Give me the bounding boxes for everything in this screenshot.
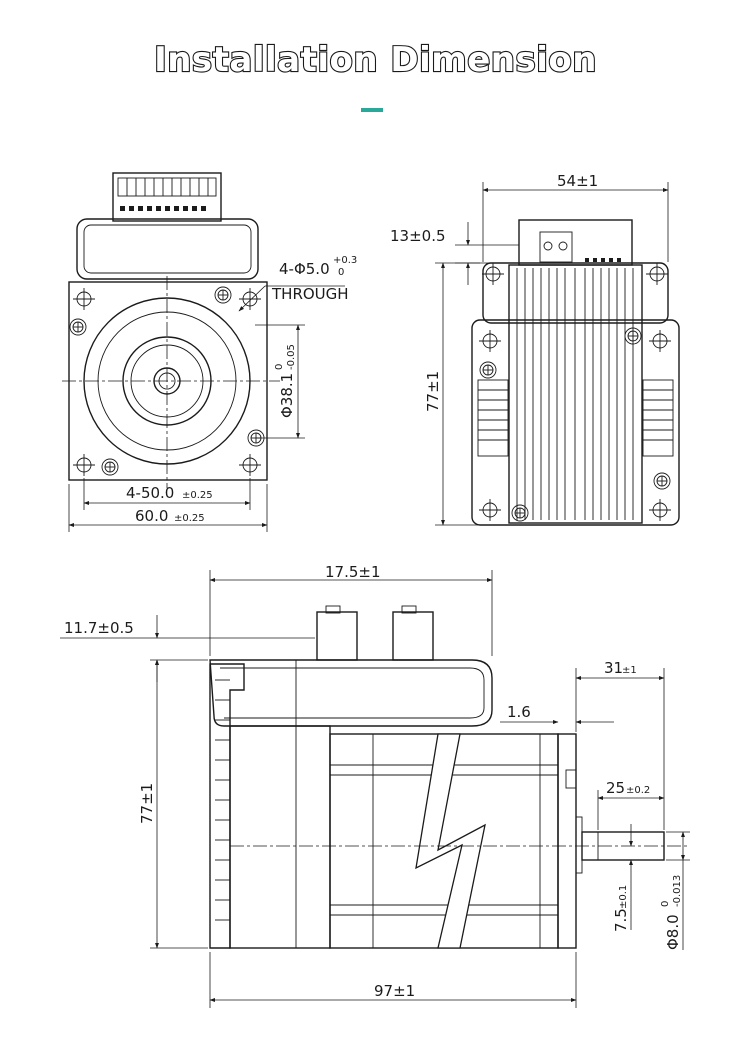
flange-label: 60.0 [135,507,168,525]
hole-tol-upper: +0.3 [333,255,357,266]
rear-view-labels: 54±1 13±0.5 77±1 [390,172,598,412]
connector-offset-label: 13±0.5 [390,227,446,245]
drive-length-label: 17.5±1 [325,563,381,581]
rear-width-label: 54±1 [557,172,598,190]
side-height-label: 77±1 [138,783,156,824]
side-view [60,570,690,1008]
hole-tol-lower: 0 [338,267,344,278]
shaft-total-label: 31 [604,659,623,677]
front-view [62,172,345,532]
overall-length-label: 97±1 [374,982,415,1000]
flat-tol: ±0.1 [618,885,629,909]
hole-pitch-label: 4-50.0 [126,484,174,502]
rear-view [435,182,680,526]
flange-tol: ±0.25 [174,513,205,524]
shaft-total-tol: ±1 [622,665,637,676]
page-title: Installation Dimension [153,39,598,81]
shaft-tol-lower: -0.013 [672,875,683,907]
shaft-dia-label: Φ8.0 [664,914,682,950]
flat-label: 7.5 [612,908,630,932]
side-view-labels: 17.5±1 11.7±0.5 77±1 97±1 31 ±1 1.6 25 ±… [64,563,683,1000]
shaft-key-tol: ±0.2 [626,785,650,796]
through-label: THROUGH [271,285,349,303]
hole-pitch-tol: ±0.25 [182,490,213,501]
shaft-tol-upper: 0 [660,901,671,907]
rear-height-label: 77±1 [424,371,442,412]
pilot-label: Φ38.1 [278,373,296,418]
pilot-tol-lower: -0.05 [286,344,297,370]
boss-label: 1.6 [507,703,531,721]
pilot-tol-upper: 0 [274,364,285,370]
shaft-key-label: 25 [606,779,625,797]
front-view-labels: 4-Φ5.0 +0.3 0 THROUGH Φ38.1 0 -0.05 4-50… [126,255,357,525]
connector-height-label: 11.7±0.5 [64,619,134,637]
hole-label: 4-Φ5.0 [279,260,330,278]
accent-bar [361,108,383,112]
